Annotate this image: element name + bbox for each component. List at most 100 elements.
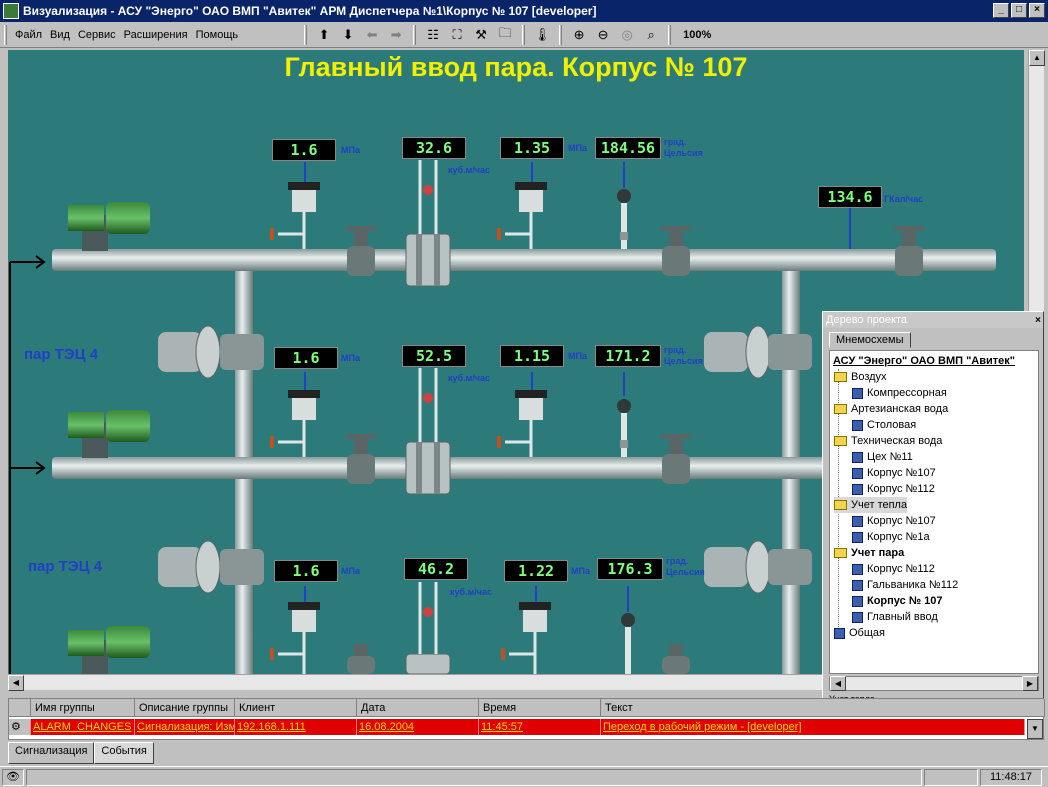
tree-item-general[interactable]: Общая [834,625,885,641]
toolbar-grip[interactable] [304,24,308,45]
tree-item-label: Корпус № 107 [867,595,943,607]
tree-item-shop11[interactable]: Цех №11 [852,449,913,465]
zoom-level[interactable]: 100% [683,28,712,41]
tree-item-main-input[interactable]: Главный ввод [852,609,938,625]
tree-item-steam-metering[interactable]: Учет пара [834,545,904,561]
column-header-description[interactable]: Описание группы [135,699,235,717]
zoom-out-icon[interactable]: ⊖ [597,26,609,42]
tree-item-heat-107[interactable]: Корпус №107 [852,513,936,529]
close-icon[interactable]: × [1035,315,1041,326]
tree-item-canteen[interactable]: Столовая [852,417,916,433]
tab-mnemoschemes[interactable]: Мнемосхемы [829,332,911,348]
flow-readout-3[interactable]: 46.2 [404,558,468,580]
scroll-up-icon[interactable]: ▲ [1029,50,1045,66]
tree-scrollbar[interactable]: ◀ ▶ [829,676,1039,691]
valve-mid-1 [346,434,376,484]
minimize-button[interactable]: _ [993,3,1009,18]
temp-readout-a[interactable]: 184.56 [595,137,661,159]
side-label-2: пар ТЭЦ 4 [28,558,103,575]
scroll-left-icon[interactable]: ◀ [8,675,24,691]
folder-icon[interactable]: 🗀 [498,24,512,40]
menu-extensions[interactable]: Расширения [123,28,188,41]
column-header-client[interactable]: Клиент [235,699,357,717]
events-table[interactable]: Имя группы Описание группы Клиент Дата В… [8,698,1045,740]
pressure-readout-1b[interactable]: 1.6 [274,347,338,369]
arrow-down-icon[interactable]: ⬇ [342,26,354,42]
tree-view-icon[interactable]: ☷ [427,26,439,42]
tree-item-galvanic-112[interactable]: Гальваника №112 [852,577,958,593]
thermometer-c [621,586,635,674]
pressure-readout-2c[interactable]: 1.22 [504,560,568,582]
flow-unit-1: куб.м/час [448,165,490,175]
cell-text: Переход в рабочий режим - [developer] [601,719,1025,735]
tree-item-label: Учет пара [851,547,905,559]
flow-stem-bottom [418,582,438,654]
tree-item-compressor[interactable]: Компрессорная [852,385,947,401]
table-row[interactable]: ⚙ ALARM_CHANGES Сигнализация: Изм 192.16… [9,719,1025,735]
tree-item-artesian[interactable]: Артезианская вода [834,401,948,417]
menu-help[interactable]: Помощь [195,28,239,41]
arrow-left-icon[interactable]: ⬅ [366,26,378,42]
flow-readout-2[interactable]: 52.5 [402,345,466,367]
folder-icon [834,548,847,558]
temp-readout-c[interactable]: 176.3 [597,558,663,580]
menu-service[interactable]: Сервис [77,28,116,41]
tree-item-air[interactable]: Воздух [834,369,887,385]
main-pipe-middle [52,457,852,479]
pressure-readout-2b[interactable]: 1.15 [500,345,564,367]
menu-file[interactable]: Файл [15,28,43,41]
tree-item-heat-metering[interactable]: Учет тепла [834,497,908,513]
heat-readout[interactable]: 134.6 [818,186,882,208]
tree-item-building112[interactable]: Корпус №112 [852,481,935,497]
flow-readout-1[interactable]: 32.6 [402,137,466,159]
tree-item-label: Корпус №107 [867,467,936,479]
pressure-readout-1c[interactable]: 1.6 [274,560,338,582]
flow-meter-bottom [405,653,451,674]
zoom-in-icon[interactable]: ⊕ [573,26,585,42]
horizontal-scrollbar[interactable]: ◀ [8,674,1028,691]
scroll-right-icon[interactable]: ▶ [1022,676,1038,691]
tree-item-tech-water[interactable]: Техническая вода [834,433,942,449]
project-tree-panel[interactable]: Дерево проекта × Мнемосхемы АСУ "Энерго"… [822,311,1044,708]
tree-root[interactable]: АСУ "Энерго" ОАО ВМП "Авитек" [833,355,1015,367]
motor-bottom [68,626,150,674]
tree-item-building107[interactable]: Корпус №107 [852,465,936,481]
temp-readout-b[interactable]: 171.2 [595,345,661,367]
pressure-readout-1a[interactable]: 1.6 [272,139,336,161]
tree-item-steam-112[interactable]: Корпус №112 [852,561,935,577]
arrow-right-icon[interactable]: ➡ [390,26,402,42]
tree-view[interactable]: АСУ "Энерго" ОАО ВМП "Авитек" Воздух Ком… [829,350,1039,674]
column-header-date[interactable]: Дата [357,699,479,717]
pump-right-2 [704,540,812,594]
scheme-icon [852,515,863,527]
fit-window-icon[interactable]: ⛶ [452,26,462,42]
pressure-sensor-2b [497,372,547,457]
tab-events[interactable]: События [94,742,154,764]
tree-item-heat-1a[interactable]: Корпус №1а [852,529,930,545]
close-button[interactable]: × [1029,3,1045,18]
pressure-readout-2a[interactable]: 1.35 [500,137,564,159]
maximize-button[interactable]: □ [1011,3,1027,18]
tree-caption[interactable]: Дерево проекта × [823,312,1043,328]
tab-alarms[interactable]: Сигнализация [8,742,95,764]
column-header-group[interactable]: Имя группы [31,699,135,717]
thermometer-icon[interactable]: 🌡 [533,26,551,42]
menu-view[interactable]: Вид [50,28,70,41]
tools-icon[interactable]: ⚒ [475,26,487,42]
pressure-sensor-1c [270,586,320,674]
tree-item-steam-107[interactable]: Корпус № 107 [852,593,943,609]
menu-grip[interactable] [4,24,7,45]
chevron-down-icon[interactable]: ▼ [1027,719,1043,739]
arrow-up-icon[interactable]: ⬆ [318,26,330,42]
zoom-reset-icon[interactable]: ◎ [621,26,633,42]
tree-item-label: Компрессорная [867,387,947,399]
scroll-left-icon[interactable]: ◀ [830,676,846,691]
zoom-fit-icon[interactable]: ⌕ [647,26,655,42]
column-header-text[interactable]: Текст [601,699,1045,717]
pressure-sensor-1a [270,162,320,249]
pump-right-1 [704,325,812,379]
title-bar[interactable]: Визуализация - АСУ "Энерго" ОАО ВМП "Ави… [0,0,1048,22]
column-header-time[interactable]: Время [479,699,601,717]
cell-date: 16.08.2004 [357,719,479,735]
feed-arrow-middle [10,461,46,475]
